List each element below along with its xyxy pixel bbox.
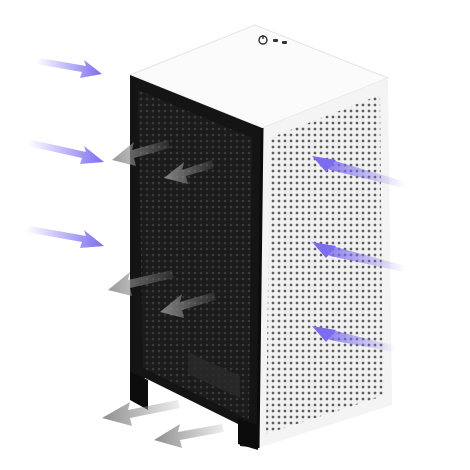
- usb-port-icon: [282, 41, 287, 44]
- exhaust-arrow: [102, 400, 180, 426]
- side-exhaust-arrow: [312, 242, 406, 272]
- airflow-arrow: [108, 270, 174, 296]
- top-io: [258, 35, 287, 45]
- case-foot: [238, 418, 258, 450]
- side-exhaust-arrow: [312, 156, 406, 188]
- exhaust-arrow: [154, 424, 224, 448]
- side-exhaust-arrow: [312, 326, 396, 352]
- usb-port-icon: [273, 39, 278, 42]
- front-mesh: [138, 90, 252, 420]
- airflow-arrow: [164, 160, 214, 184]
- intake-arrow: [36, 58, 102, 78]
- intake-arrow: [28, 140, 104, 164]
- intake-arrow: [26, 226, 104, 248]
- power-button-icon: [258, 35, 268, 45]
- side-mesh: [266, 95, 383, 434]
- airflow-arrow: [160, 292, 216, 318]
- psu-vent: [188, 352, 240, 398]
- case-foot: [130, 372, 148, 410]
- airflow-arrow: [112, 140, 170, 166]
